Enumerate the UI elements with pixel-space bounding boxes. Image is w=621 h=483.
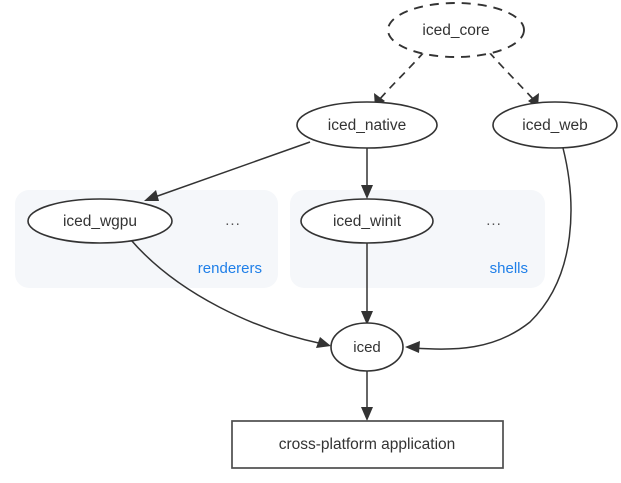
iced-web-label: iced_web	[522, 117, 588, 134]
edge-iced-web-to-iced	[405, 147, 572, 353]
node-iced-web[interactable]: iced_web	[492, 101, 618, 149]
arrowhead-application	[361, 407, 373, 421]
edge-iced-wgpu-to-iced	[130, 239, 331, 348]
iced-ellipse[interactable]	[330, 322, 404, 372]
iced-label: iced	[353, 339, 381, 356]
arrowhead-iced-top	[361, 311, 373, 325]
shells-ellipsis: ...	[486, 212, 502, 229]
arrowhead-iced-left	[316, 337, 331, 348]
iced-core-label: iced_core	[422, 22, 489, 39]
arrowhead-iced-winit	[361, 185, 373, 199]
iced-wgpu-ellipse[interactable]	[27, 198, 173, 244]
iced-native-label: iced_native	[328, 117, 406, 134]
node-iced-native[interactable]: iced_native	[296, 101, 438, 149]
edge-iced-native-to-iced-wgpu	[144, 141, 311, 201]
node-iced-wgpu[interactable]: iced_wgpu	[27, 198, 173, 244]
iced-web-ellipse[interactable]	[492, 101, 618, 149]
node-iced[interactable]: iced	[330, 322, 404, 372]
application-label: cross-platform application	[279, 436, 456, 453]
node-iced-core[interactable]: iced_core	[387, 2, 525, 58]
iced-winit-label: iced_winit	[333, 213, 402, 230]
iced-wgpu-label: iced_wgpu	[63, 213, 137, 230]
iced-native-ellipse[interactable]	[296, 101, 438, 149]
cluster-label-renderers: renderers	[198, 260, 262, 277]
iced-core-ellipse[interactable]	[387, 2, 525, 58]
edge-iced-core-to-iced-native	[374, 51, 425, 108]
edge-iced-core-to-iced-web	[488, 51, 539, 108]
application-rect[interactable]	[231, 420, 504, 469]
arrowhead-iced-wgpu	[144, 190, 159, 201]
arrowhead-iced-right	[405, 341, 420, 353]
node-iced-winit[interactable]: iced_winit	[300, 198, 434, 244]
node-application[interactable]: cross-platform application	[231, 420, 504, 469]
edge-iced-native-to-iced-winit	[361, 148, 373, 199]
iced-winit-ellipse[interactable]	[300, 198, 434, 244]
cluster-label-shells: shells	[490, 260, 528, 277]
renderers-ellipsis: ...	[225, 212, 241, 229]
edge-iced-to-application	[361, 370, 373, 421]
edge-iced-winit-to-iced	[361, 243, 373, 325]
